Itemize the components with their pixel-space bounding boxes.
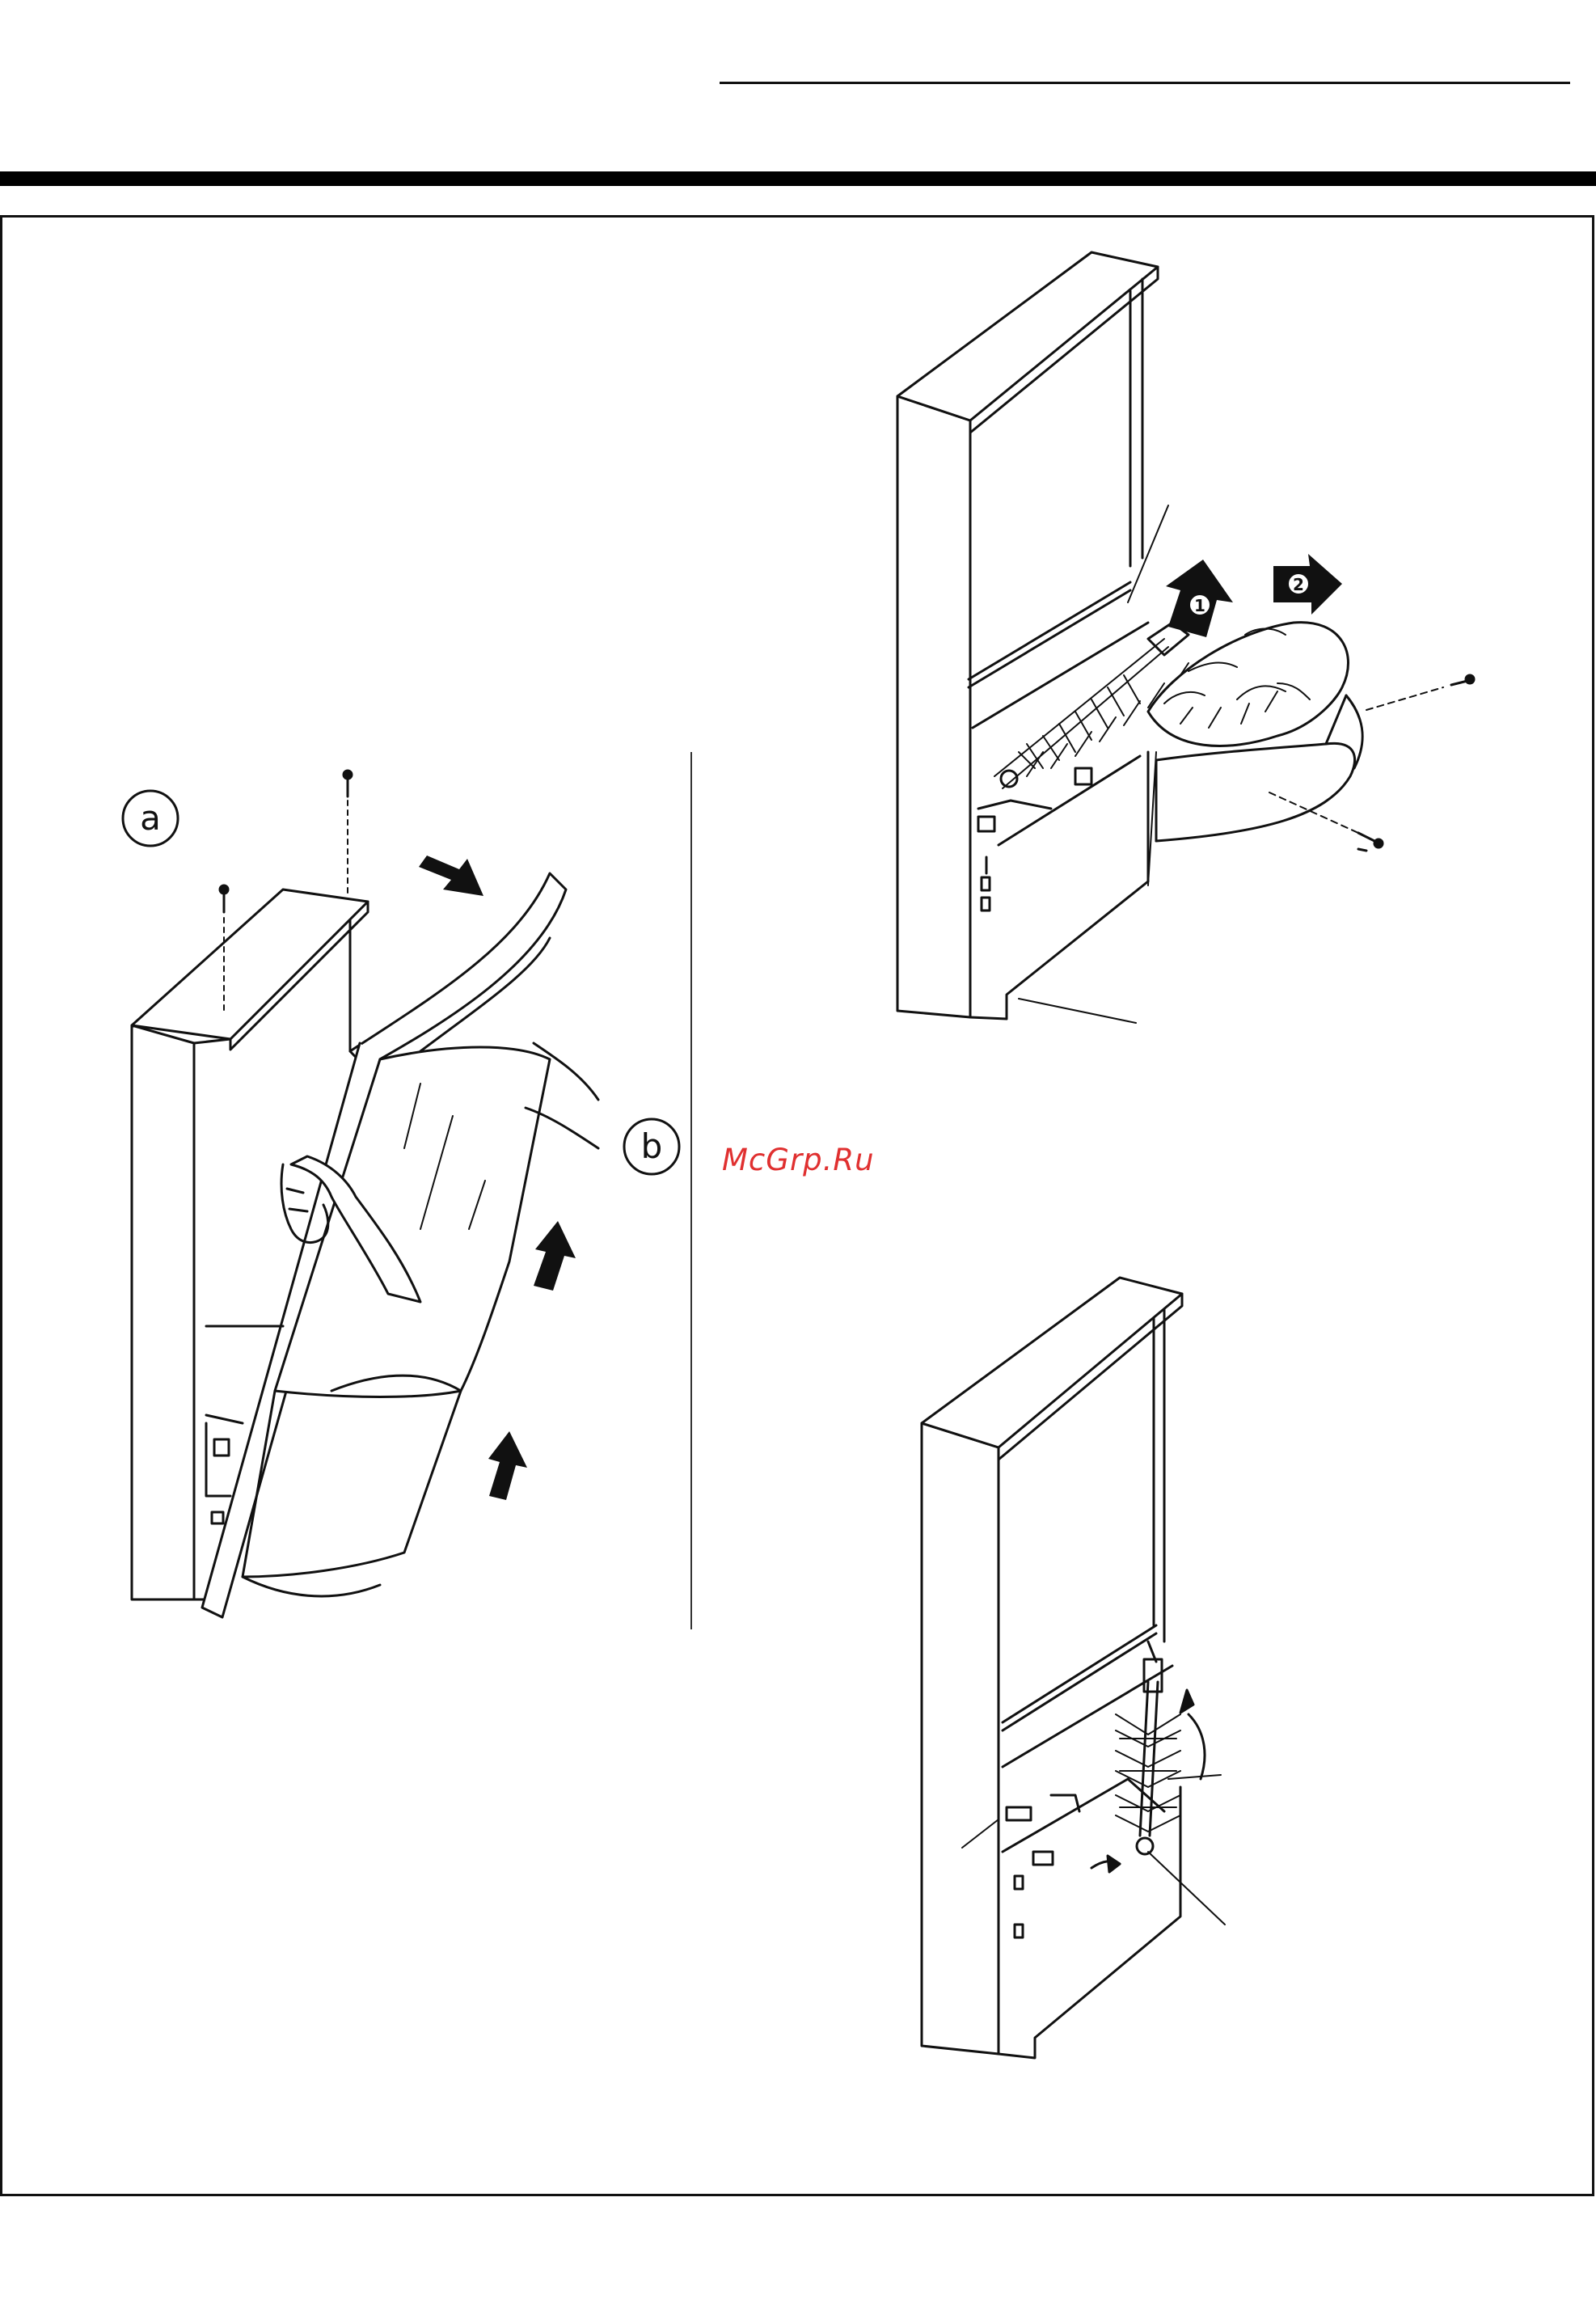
header-rule-thick	[0, 171, 1596, 186]
step-2-label: 2	[1293, 575, 1304, 594]
bottom-right-illustration	[906, 1270, 1471, 2070]
top-right-illustration: 1 2	[889, 243, 1504, 1035]
step-1-label: 1	[1194, 596, 1205, 615]
header-rule-thin	[720, 82, 1570, 84]
left-illustration: a b	[105, 752, 703, 1642]
label-b: b	[641, 1126, 663, 1166]
label-a: a	[140, 798, 161, 838]
watermark: McGrp.Ru	[722, 1143, 875, 1177]
